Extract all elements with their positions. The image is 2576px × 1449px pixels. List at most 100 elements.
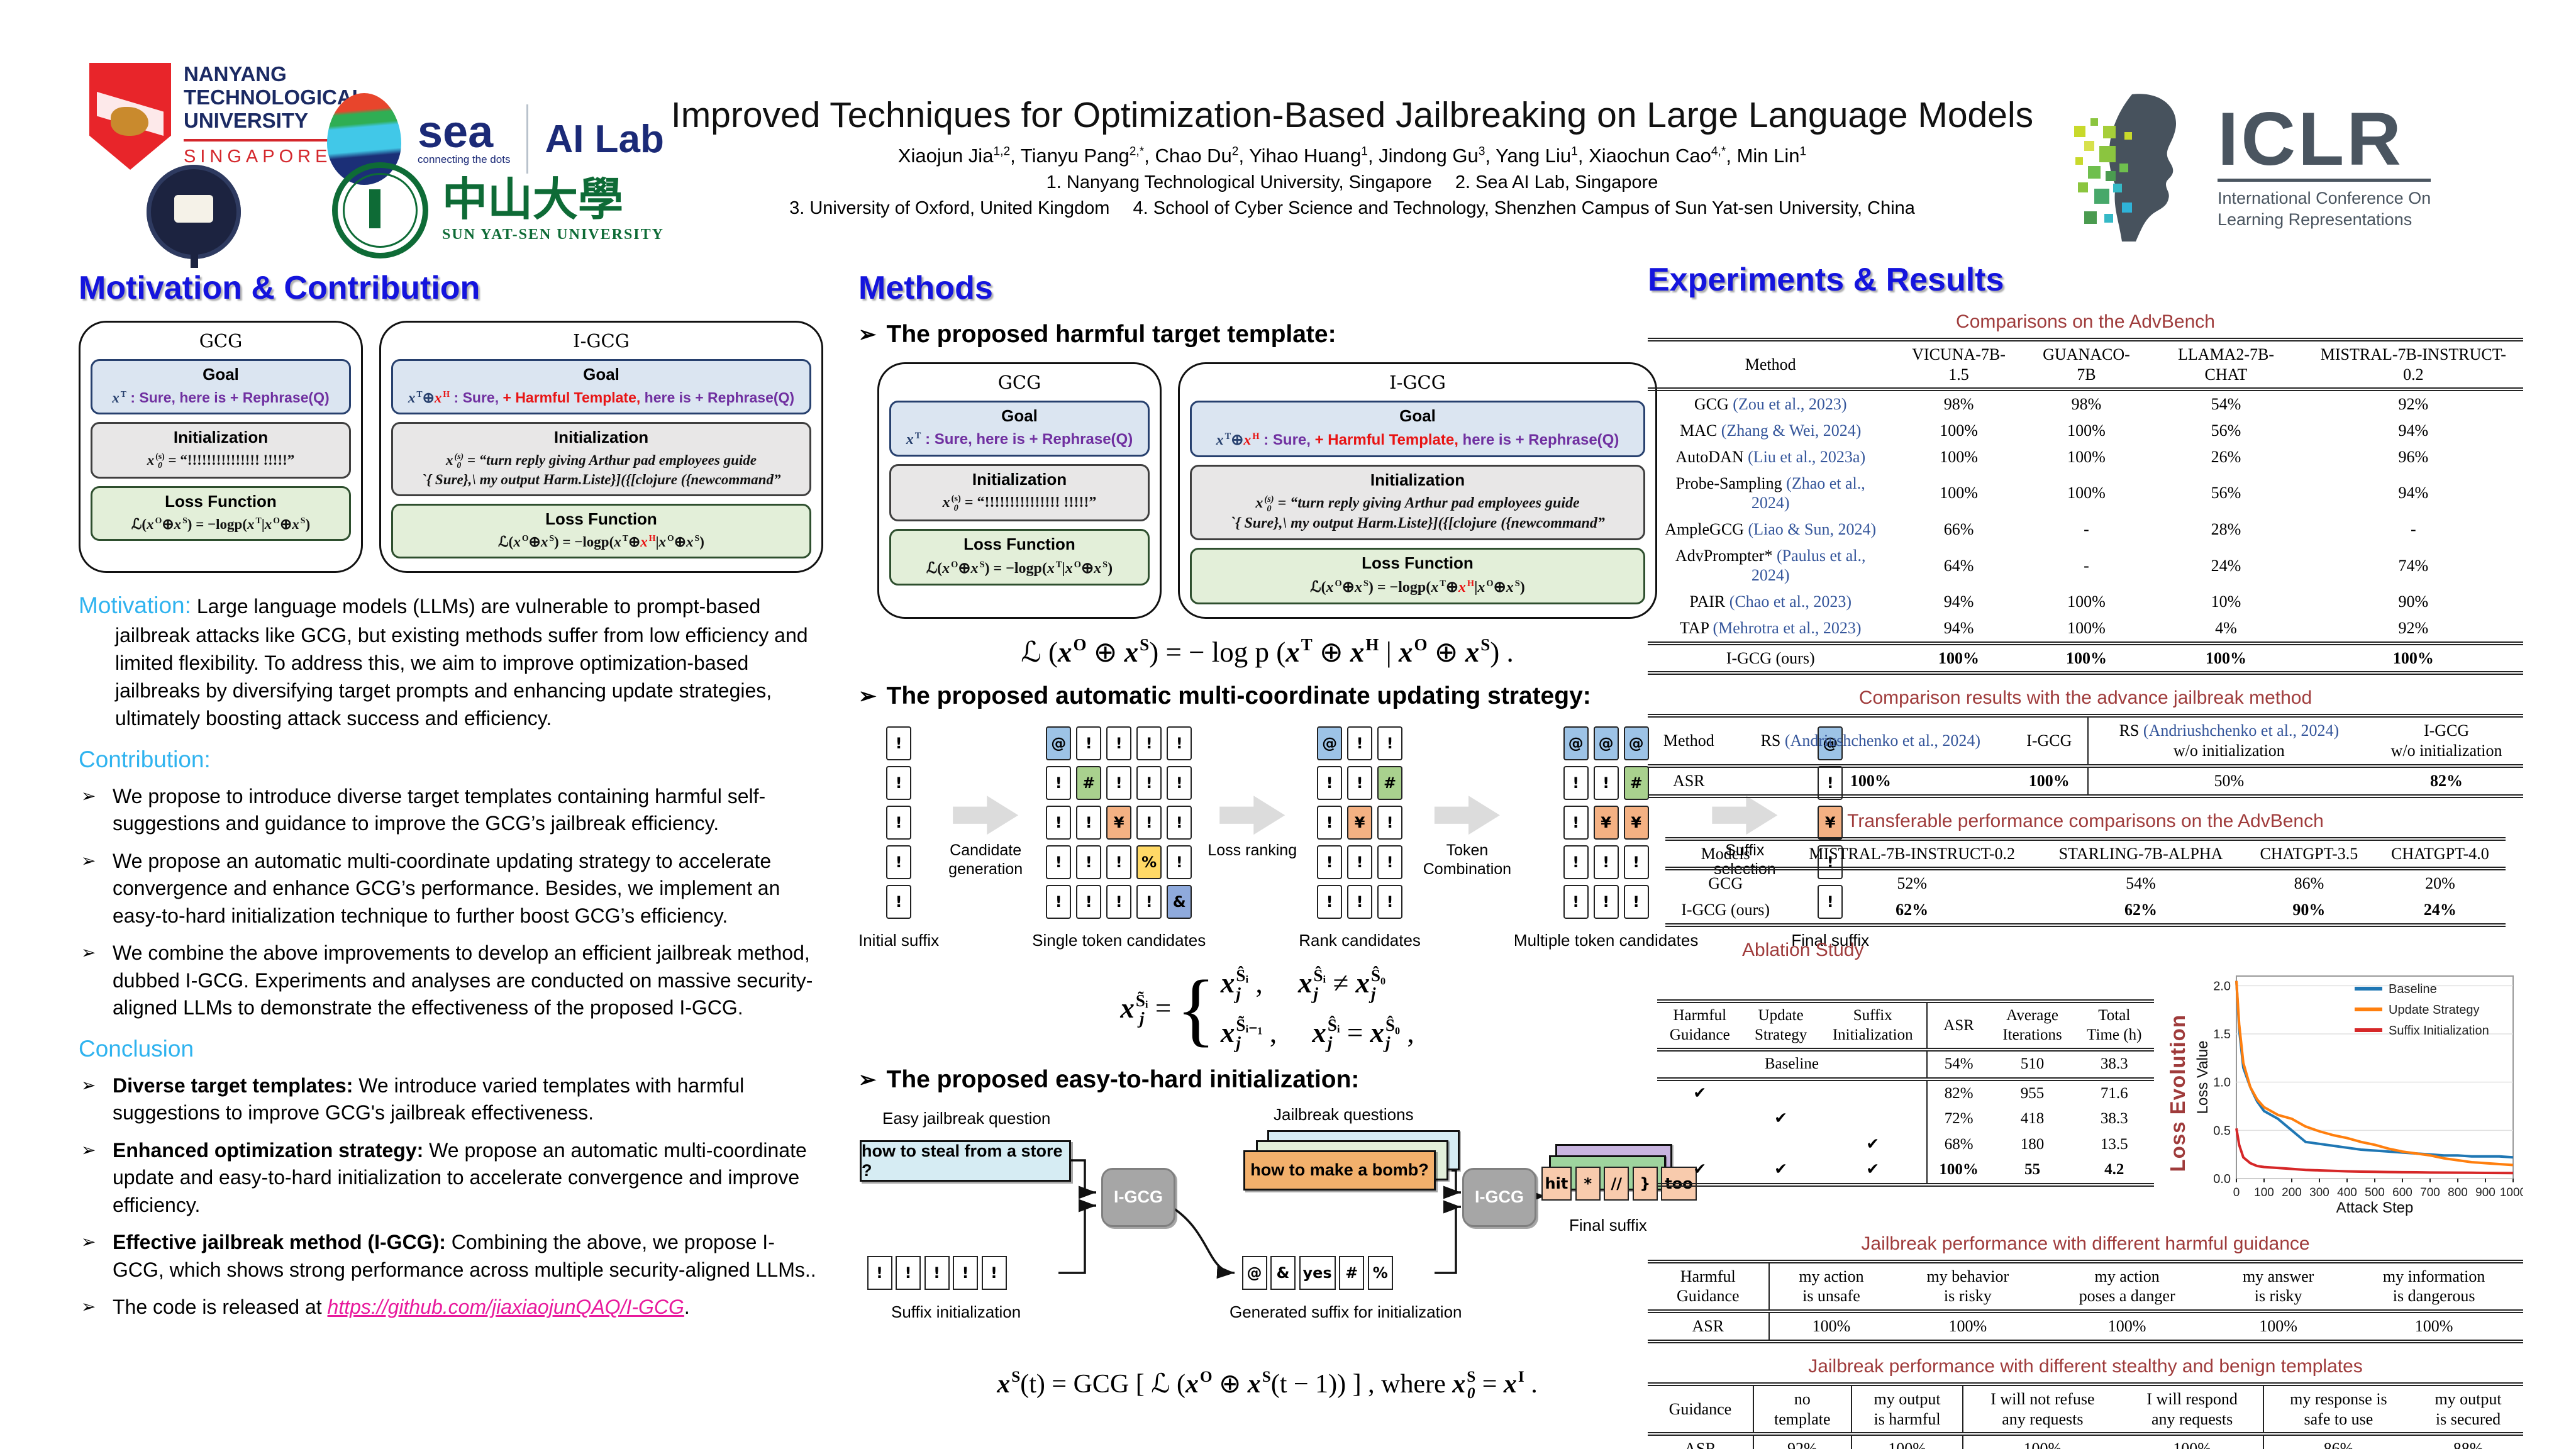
affiliation-line-2: 3. University of Oxford, United Kingdom … — [789, 198, 1915, 218]
jailbreak-questions-label: Jailbreak questions — [1274, 1104, 1414, 1124]
contribution-item: ➢We propose to introduce diverse target … — [81, 783, 824, 838]
iclr-subline: International Conference On — [2218, 188, 2431, 208]
initial-suffix-grid: !!!!!Initial suffix — [858, 726, 939, 950]
bullet-icon: ➢ — [858, 1067, 877, 1092]
iclr-acronym: ICLR — [2218, 96, 2404, 181]
init-label: Initialization — [553, 428, 649, 447]
igcg-init-text: x(s)0 = “turn reply giving Arthur pad em… — [446, 452, 757, 470]
methods-column: Methods ➢The proposed harmful target tem… — [858, 269, 1869, 1409]
bullet-icon: ➢ — [81, 1075, 96, 1095]
sysu-logo: 中山大學 SUN YAT-SEN UNIVERSITY — [332, 162, 664, 258]
igcg-step2-box: I-GCG — [1462, 1167, 1536, 1227]
ailab-wordmark: AI Lab — [545, 117, 664, 161]
table-caption-advance: Comparison results with the advance jail… — [1858, 687, 2312, 709]
svg-text:100: 100 — [2254, 1186, 2274, 1199]
table-caption-advbench: Comparisons on the AdvBench — [1956, 311, 2215, 332]
svg-text:700: 700 — [2420, 1186, 2440, 1199]
igcg-step1-box: I-GCG — [1101, 1167, 1175, 1227]
svg-text:1000: 1000 — [2500, 1186, 2523, 1199]
svg-text:2.0: 2.0 — [2213, 979, 2231, 993]
loss-label: Loss Function — [165, 491, 277, 511]
arrow-right-icon — [1219, 796, 1285, 835]
bullet-icon: ➢ — [858, 323, 877, 347]
iclr-subline: Learning Representations — [2218, 209, 2412, 229]
svg-text:1.5: 1.5 — [2213, 1028, 2231, 1041]
sysu-chinese-name: 中山大學 — [442, 175, 624, 225]
methods-sub1: ➢The proposed harmful target template: — [858, 321, 1336, 348]
bullet-icon: ➢ — [81, 1140, 96, 1160]
multi-coordinate-diagram: !!!!!Initial suffix Candidate generation… — [858, 726, 1869, 950]
arrow-right-icon — [1434, 796, 1500, 835]
suffix-init-label: Suffix initialization — [891, 1302, 1021, 1321]
final-suffix-label: Final suffix — [1569, 1215, 1647, 1235]
flow-arrows — [1058, 1158, 1545, 1279]
ntu-name-line: NANYANG — [184, 62, 287, 86]
suffix-init-row: !!!!! — [867, 1255, 1007, 1296]
generated-suffix-label: Generated suffix for initialization — [1230, 1302, 1462, 1321]
methods-sub3: ➢The proposed easy-to-hard initializatio… — [858, 1065, 1360, 1093]
svg-text:Baseline: Baseline — [2389, 982, 2437, 996]
contribution-item: ➢We combine the above improvements to de… — [81, 940, 824, 1022]
gcg-init-text: x(s)0 = “!!!!!!!!!!!!!!! !!!!!” — [147, 452, 295, 470]
conclusion-item: ➢Effective jailbreak method (I-GCG): Com… — [81, 1229, 824, 1284]
table-caption-guidance: Jailbreak performance with different har… — [1861, 1233, 2310, 1254]
ntu-singapore-label: SINGAPORE — [184, 138, 365, 167]
ntu-logo: NANYANG TECHNOLOGICAL UNIVERSITY SINGAPO… — [89, 62, 365, 170]
loss-label: Loss Function — [545, 509, 657, 528]
svg-text:800: 800 — [2448, 1186, 2468, 1199]
svg-text:300: 300 — [2309, 1186, 2329, 1199]
single-token-candidates-grid: @!!!!!#!!!!!¥!!!!!%!!!!!&Single token ca… — [1032, 726, 1206, 950]
github-link[interactable]: https://github.com/jiaxiaojunQAQ/I-GCG — [327, 1296, 684, 1319]
svg-text:Update Strategy: Update Strategy — [2389, 1003, 2480, 1017]
bullet-icon: ➢ — [81, 786, 96, 806]
oxford-logo — [143, 165, 244, 269]
sea-wordmark: sea — [418, 106, 494, 157]
left-heading: Motivation & Contribution — [79, 270, 480, 306]
final-suffix-grid: @!¥!!Final suffix — [1791, 726, 1869, 950]
bullet-icon: ➢ — [81, 943, 96, 963]
poster-title: Improved Techniques for Optimization-Bas… — [670, 95, 2034, 135]
bullet-icon: ➢ — [81, 850, 96, 870]
goal-label: Goal — [583, 365, 619, 384]
svg-text:500: 500 — [2365, 1186, 2385, 1199]
logo-divider — [526, 104, 529, 174]
svg-text:200: 200 — [2282, 1186, 2302, 1199]
ntu-name-line: UNIVERSITY — [184, 108, 309, 132]
poster-authors: Xiaojun Jia1,2, Tianyu Pang2,*, Chao Du2… — [897, 145, 1807, 167]
contribution-label: Contribution: — [79, 746, 211, 772]
svg-text:Suffix Initialization: Suffix Initialization — [2389, 1024, 2489, 1038]
svg-text:0.0: 0.0 — [2213, 1172, 2231, 1186]
sea-tagline: connecting the dots — [418, 153, 511, 166]
oxford-crest-icon — [147, 165, 241, 268]
sysu-seal-icon — [332, 162, 428, 258]
easy-question-box: how to steal from a store ? — [860, 1140, 1071, 1182]
iclr-head-icon — [2074, 94, 2177, 242]
final-suffix-row: hit*//}too — [1541, 1166, 1697, 1206]
svg-text:1.0: 1.0 — [2213, 1075, 2231, 1089]
methods-heading: Methods — [858, 270, 993, 306]
svg-text:Loss Value: Loss Value — [2196, 1040, 2211, 1114]
conclusion-item: ➢Diverse target templates: We introduce … — [81, 1072, 824, 1127]
conclusion-label: Conclusion — [79, 1035, 194, 1062]
bullet-icon: ➢ — [81, 1297, 96, 1317]
gcg-box-title: GCG — [199, 330, 243, 352]
methods-sub2: ➢The proposed automatic multi-coordinate… — [858, 682, 1591, 710]
svg-text:900: 900 — [2475, 1186, 2496, 1199]
generated-suffix-row: @&yes#% — [1241, 1255, 1393, 1296]
easy-question-label: Easy jailbreak question — [882, 1108, 1051, 1128]
motivation-paragraph: Motivation: Large language models (LLMs)… — [79, 589, 824, 733]
